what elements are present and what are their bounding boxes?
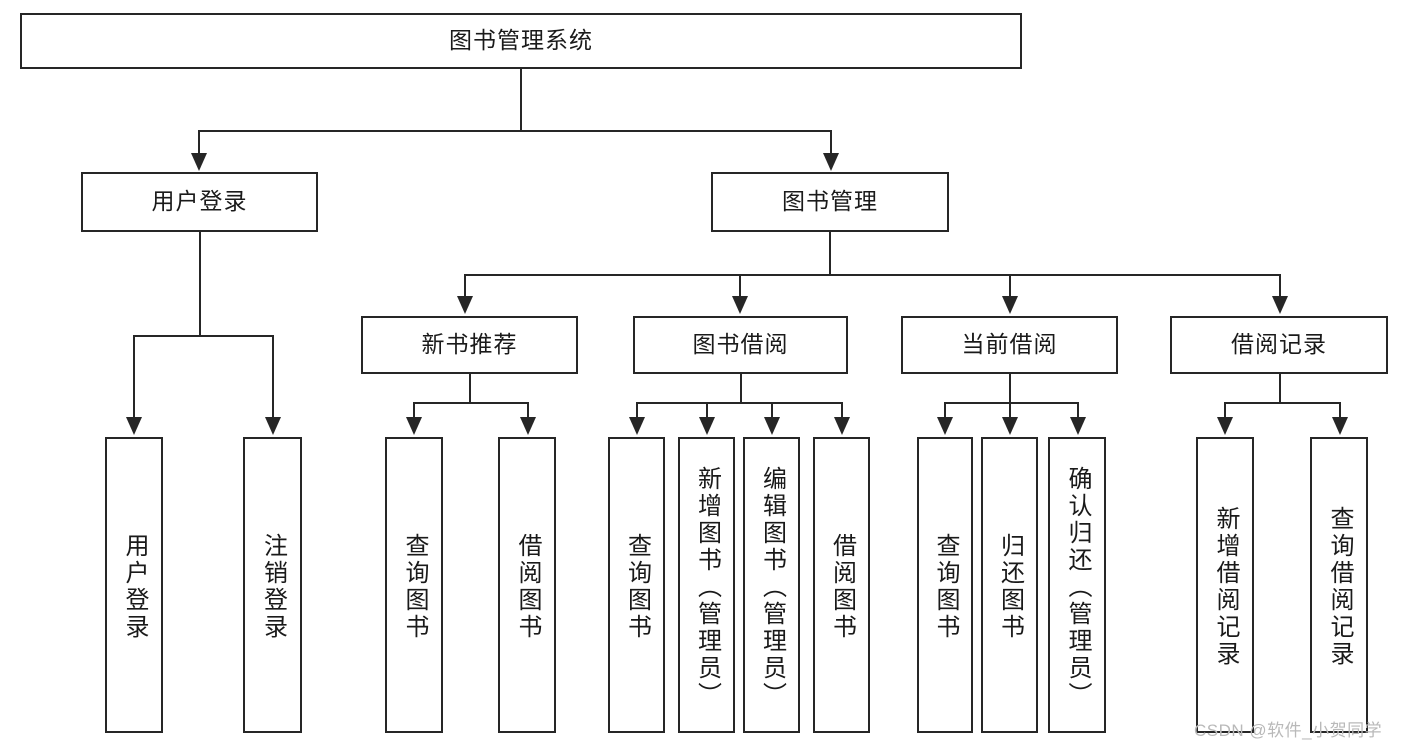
node-root-system[interactable]: 图书管理系统	[20, 13, 1022, 69]
connector-bb-to-leaf-1	[636, 402, 638, 419]
connector-root-bus	[198, 130, 832, 132]
connector-user-login-bus	[133, 335, 273, 337]
connector-borrow-record-stem	[1279, 374, 1281, 404]
node-label: 图书管理系统	[449, 27, 593, 54]
node-label: 确认归还（管理员）	[1064, 465, 1091, 709]
leaf-book-borrow-query-book[interactable]: 查询图书	[608, 437, 665, 733]
connector-nbr-to-leaf-1	[413, 402, 415, 419]
connector-to-current-borrow	[1009, 274, 1011, 298]
arrowhead-user-login-to-leaf-2	[265, 417, 281, 435]
node-book-manage[interactable]: 图书管理	[711, 172, 949, 232]
connector-root-to-book-manage	[830, 130, 832, 157]
arrowhead-bb-to-leaf-1	[629, 417, 645, 435]
connector-book-manage-bus	[464, 274, 1279, 276]
connector-book-manage-stem	[829, 232, 831, 276]
connector-to-book-borrow	[739, 274, 741, 298]
leaf-new-book-borrow-book[interactable]: 借阅图书	[498, 437, 556, 733]
node-book-borrow[interactable]: 图书借阅	[633, 316, 848, 374]
node-label: 借阅图书	[514, 533, 541, 641]
node-new-book-recommend[interactable]: 新书推荐	[361, 316, 578, 374]
arrowhead-bb-to-leaf-3	[764, 417, 780, 435]
arrowhead-user-login-to-leaf-1	[126, 417, 142, 435]
arrowhead-nbr-to-leaf-1	[406, 417, 422, 435]
node-label: 借阅图书	[828, 533, 856, 641]
node-label: 借阅记录	[1231, 331, 1327, 358]
leaf-current-borrow-query-book[interactable]: 查询图书	[917, 437, 973, 733]
node-label: 新书推荐	[421, 331, 518, 358]
arrowhead-br-to-leaf-2	[1332, 417, 1348, 435]
connector-br-to-leaf-1	[1224, 402, 1226, 419]
node-label: 查询借阅记录	[1326, 506, 1353, 668]
connector-root-to-user-login	[198, 130, 200, 157]
arrowhead-nbr-to-leaf-2	[520, 417, 536, 435]
leaf-current-borrow-confirm-return[interactable]: 确认归还（管理员）	[1048, 437, 1106, 733]
connector-bb-to-leaf-2	[706, 402, 708, 419]
connector-br-to-leaf-2	[1339, 402, 1341, 419]
leaf-borrow-record-add-record[interactable]: 新增借阅记录	[1196, 437, 1254, 733]
arrowhead-root-to-book-manage	[823, 153, 839, 171]
node-label: 注销登录	[259, 533, 287, 641]
connector-bb-to-leaf-4	[841, 402, 843, 419]
arrowhead-to-book-borrow	[732, 296, 748, 314]
connector-nbr-to-leaf-2	[527, 402, 529, 419]
node-user-login[interactable]: 用户登录	[81, 172, 318, 232]
node-label: 用户登录	[151, 188, 248, 215]
arrowhead-bb-to-leaf-2	[699, 417, 715, 435]
connector-book-borrow-stem	[740, 374, 742, 404]
node-label: 新增借阅记录	[1212, 506, 1239, 668]
connector-user-login-stem	[199, 232, 201, 337]
node-label: 用户登录	[121, 533, 148, 641]
connector-cb-to-leaf-1	[944, 402, 946, 419]
arrowhead-cb-to-leaf-3	[1070, 417, 1086, 435]
node-borrow-record[interactable]: 借阅记录	[1170, 316, 1388, 374]
arrowhead-bb-to-leaf-4	[834, 417, 850, 435]
arrowhead-to-borrow-record	[1272, 296, 1288, 314]
arrowhead-cb-to-leaf-1	[937, 417, 953, 435]
arrowhead-cb-to-leaf-2	[1002, 417, 1018, 435]
leaf-user-login-login[interactable]: 用户登录	[105, 437, 163, 733]
connector-to-new-book-recommend	[464, 274, 466, 298]
leaf-book-borrow-borrow-book[interactable]: 借阅图书	[813, 437, 870, 733]
connector-root-stem	[520, 69, 522, 131]
connector-cb-to-leaf-3	[1077, 402, 1079, 419]
connector-to-borrow-record	[1279, 274, 1281, 298]
node-label: 查询图书	[932, 533, 959, 641]
leaf-borrow-record-query-record[interactable]: 查询借阅记录	[1310, 437, 1368, 733]
arrowhead-root-to-user-login	[191, 153, 207, 171]
arrowhead-br-to-leaf-1	[1217, 417, 1233, 435]
connector-user-login-to-leaf-1	[133, 335, 135, 419]
connector-new-book-recommend-stem	[469, 374, 471, 404]
node-label: 新增图书（管理员）	[693, 465, 721, 709]
node-label: 编辑图书（管理员）	[758, 465, 786, 709]
connector-bb-to-leaf-3	[771, 402, 773, 419]
arrowhead-to-new-book-recommend	[457, 296, 473, 314]
node-current-borrow[interactable]: 当前借阅	[901, 316, 1118, 374]
connector-user-login-to-leaf-2	[272, 335, 274, 419]
leaf-user-login-logout[interactable]: 注销登录	[243, 437, 302, 733]
connector-borrow-record-bus	[1224, 402, 1339, 404]
leaf-book-borrow-add-book[interactable]: 新增图书（管理员）	[678, 437, 735, 733]
node-label: 查询图书	[623, 533, 651, 641]
watermark-csdn: CSDN @软件_小贺同学	[1194, 721, 1383, 740]
leaf-book-borrow-edit-book[interactable]: 编辑图书（管理员）	[743, 437, 800, 733]
node-label: 查询图书	[401, 533, 428, 641]
connector-cb-to-leaf-2	[1009, 402, 1011, 419]
connector-current-borrow-stem	[1009, 374, 1011, 404]
node-label: 当前借阅	[961, 331, 1058, 358]
node-label: 归还图书	[996, 533, 1024, 641]
node-label: 图书借阅	[692, 331, 789, 358]
connector-book-borrow-bus	[636, 402, 842, 404]
node-label: 图书管理	[782, 188, 878, 215]
leaf-new-book-query-book[interactable]: 查询图书	[385, 437, 443, 733]
arrowhead-to-current-borrow	[1002, 296, 1018, 314]
connector-new-book-recommend-bus	[413, 402, 527, 404]
leaf-current-borrow-return-book[interactable]: 归还图书	[981, 437, 1038, 733]
